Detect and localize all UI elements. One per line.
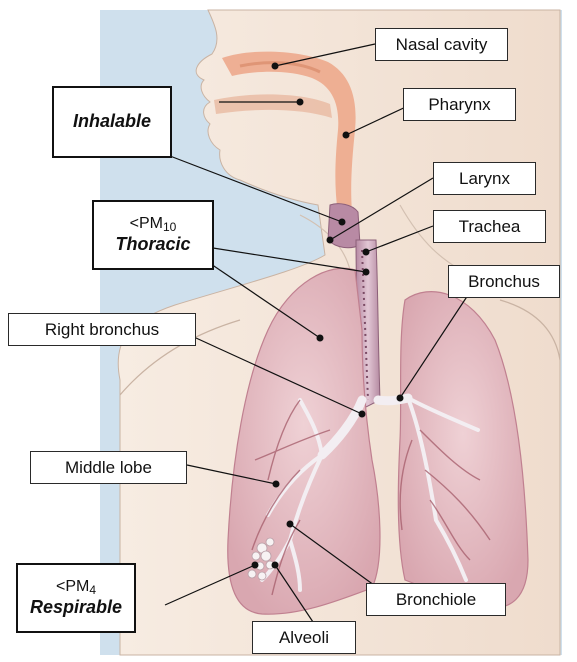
inhalable-label: Inhalable <box>73 111 151 133</box>
thoracic-pm-label: <PM10 <box>130 214 177 234</box>
inhalable-box: Inhalable <box>52 86 172 158</box>
middle-lobe-label: Middle lobe <box>30 451 187 484</box>
bronchus-label: Bronchus <box>448 265 560 298</box>
right-bronchus-label: Right bronchus <box>8 313 196 346</box>
trachea-label: Trachea <box>433 210 546 243</box>
respirable-box: <PM4 Respirable <box>16 563 136 633</box>
thoracic-box: <PM10 Thoracic <box>92 200 214 270</box>
pharynx-label: Pharynx <box>403 88 516 121</box>
bronchiole-label: Bronchiole <box>366 583 506 616</box>
thoracic-label: Thoracic <box>115 234 190 256</box>
larynx-label: Larynx <box>433 162 536 195</box>
respirable-label: Respirable <box>30 597 122 619</box>
alveoli-label: Alveoli <box>252 621 356 654</box>
respirable-pm-label: <PM4 <box>56 577 96 597</box>
nasal-cavity-label: Nasal cavity <box>375 28 508 61</box>
